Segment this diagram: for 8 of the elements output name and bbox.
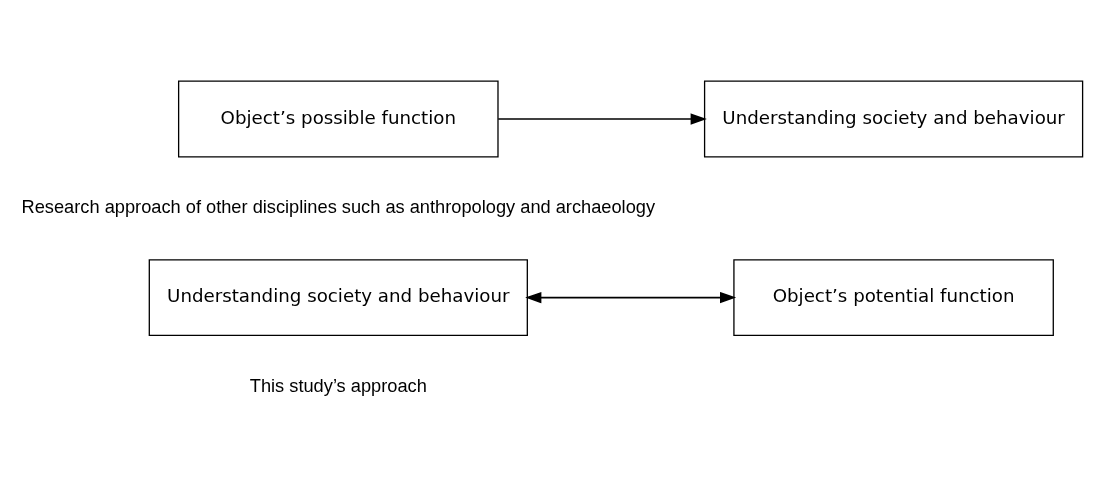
label: This study’s approach bbox=[249, 374, 427, 396]
label: Research approach of other disciplines such as anthropology and archaeology bbox=[21, 196, 656, 218]
node-box: Object’s potential function bbox=[733, 259, 1054, 337]
node-box: Understanding society and behaviour bbox=[703, 80, 1084, 158]
node-box: Object’s possible function bbox=[178, 80, 499, 158]
arrow bbox=[525, 291, 737, 304]
node-box: Understanding society and behaviour bbox=[148, 259, 528, 337]
arrow bbox=[497, 113, 707, 125]
